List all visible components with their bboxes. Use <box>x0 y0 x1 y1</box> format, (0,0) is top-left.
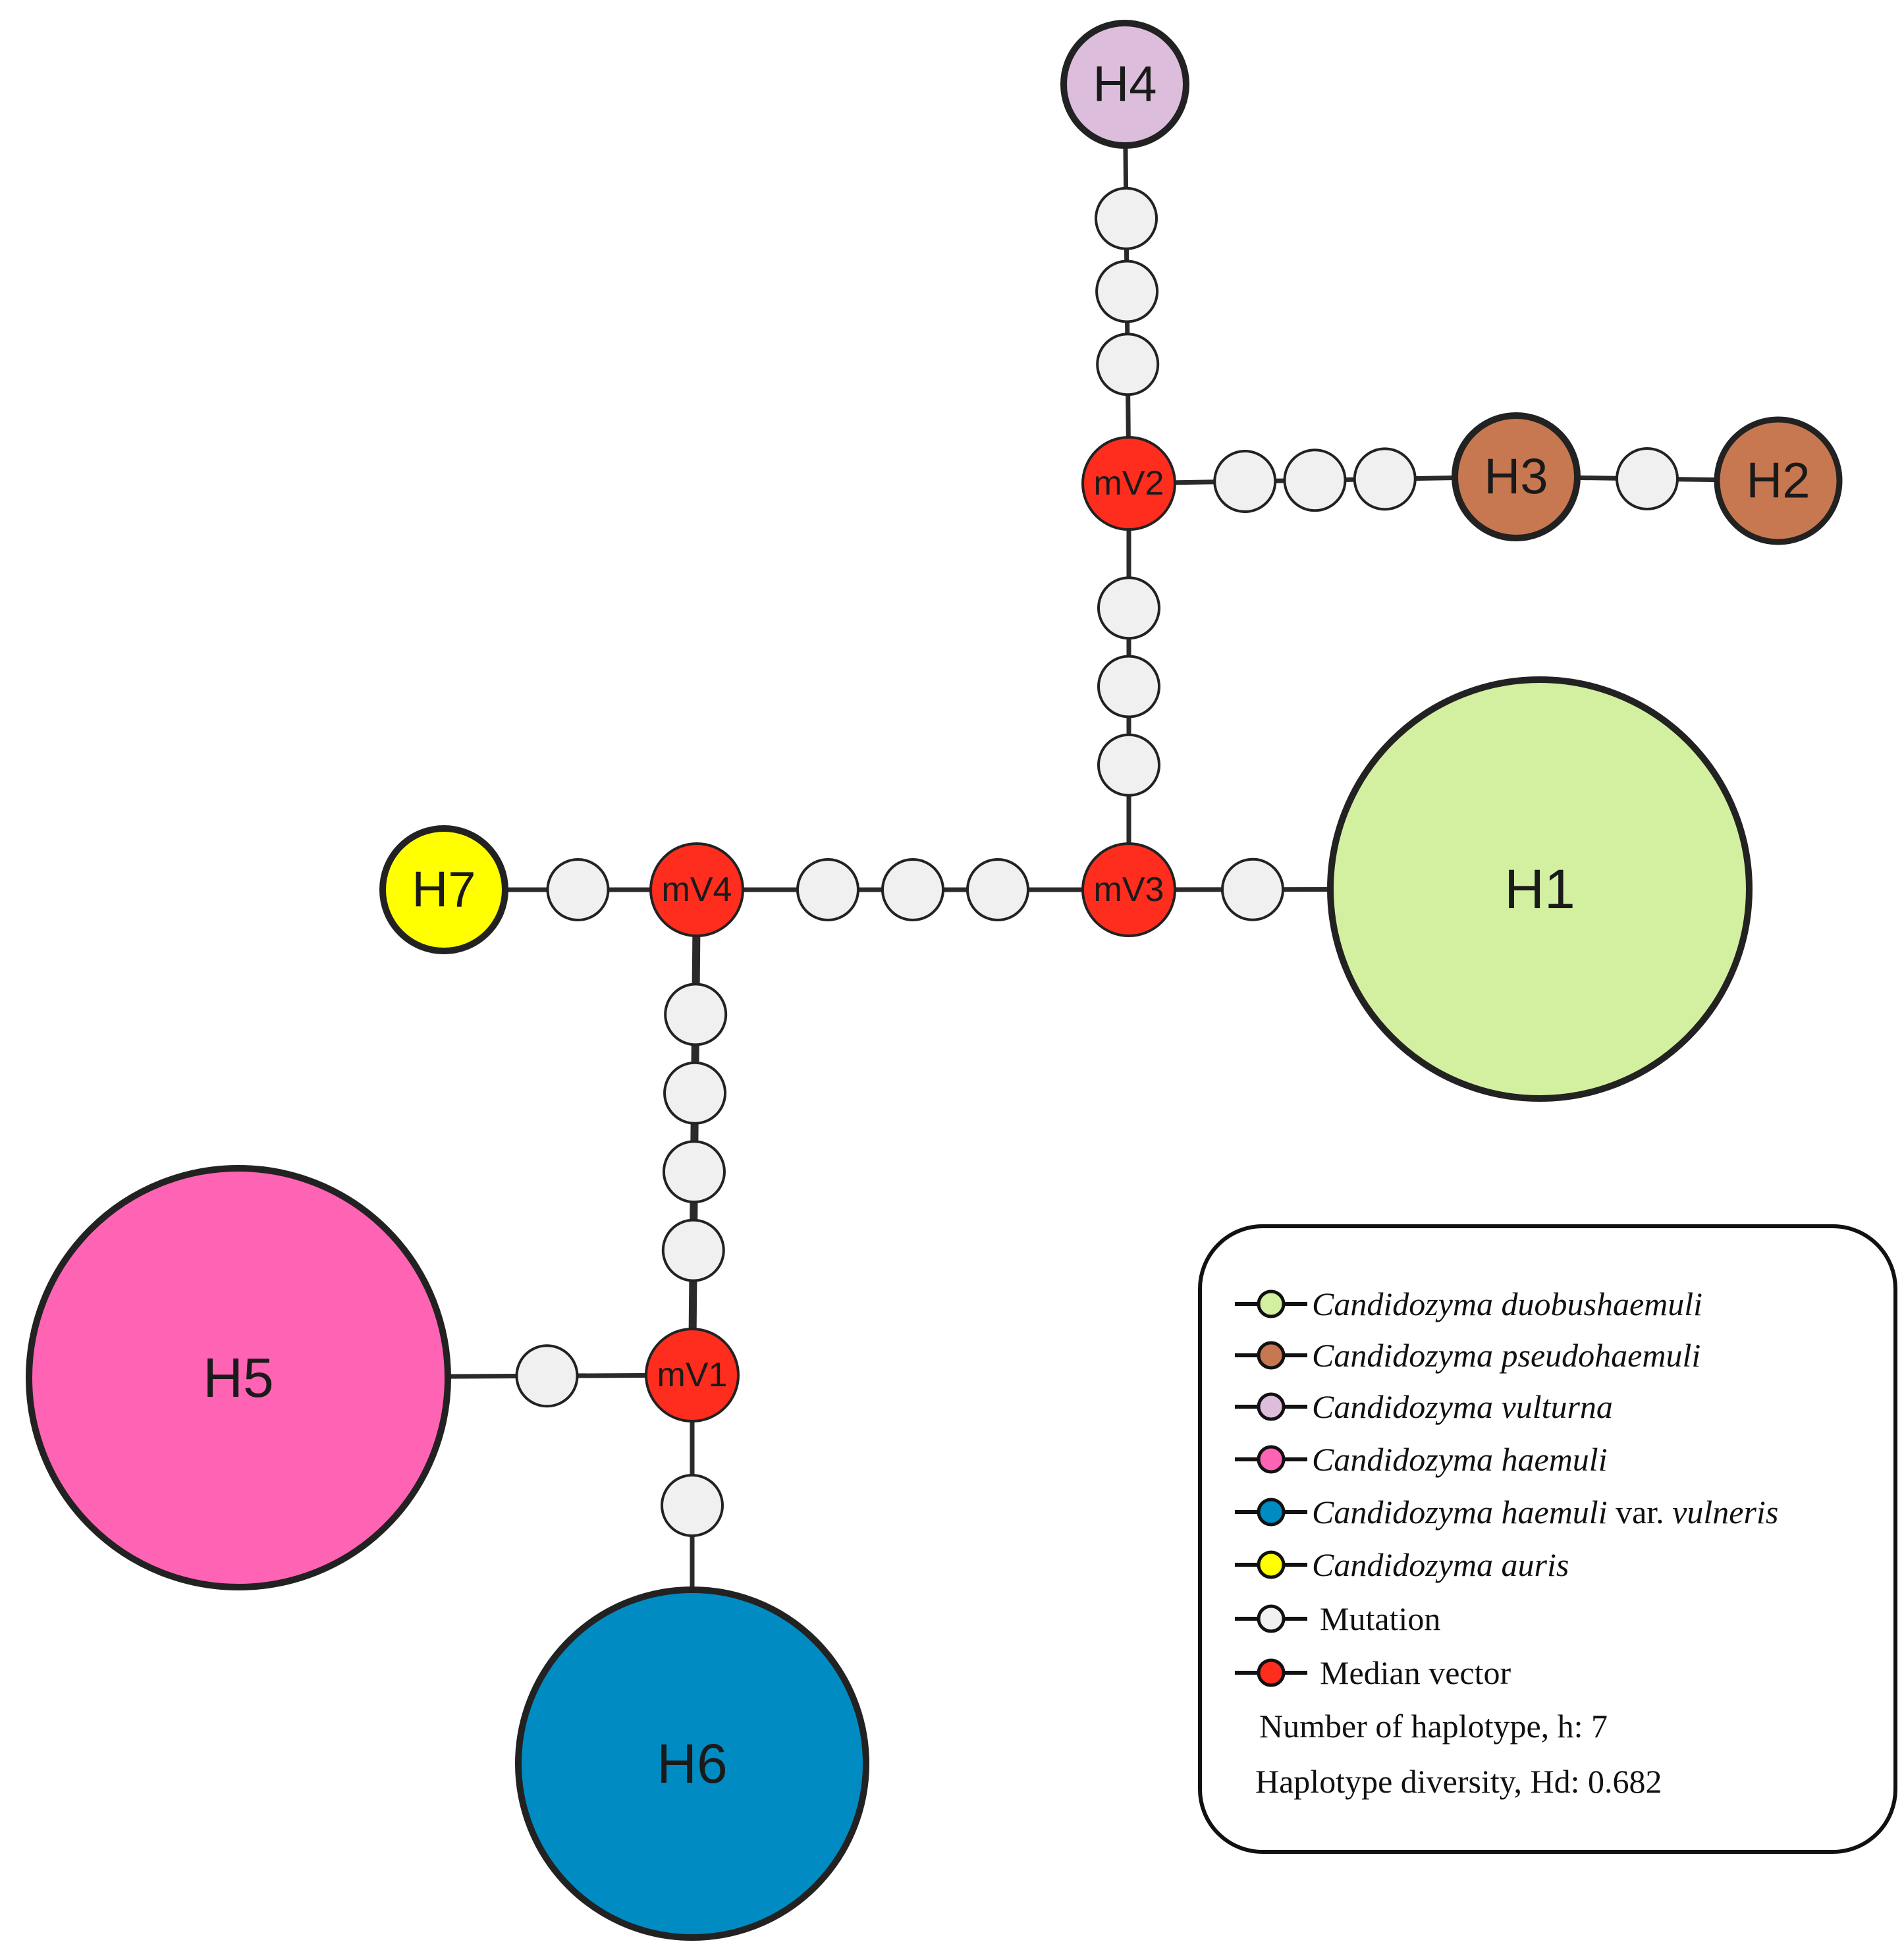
median-vector-label: mV1 <box>657 1356 728 1394</box>
median-vector-label: mV4 <box>662 871 732 909</box>
mutation-node <box>546 858 610 921</box>
mutation-node <box>661 1218 725 1282</box>
haplotype-circle <box>515 1586 869 1941</box>
legend-entry-label: Candidozyma auris <box>1312 1546 1569 1583</box>
mutation-node <box>1097 655 1160 718</box>
median-vector-mv1: mV1 <box>645 1328 740 1422</box>
median-vector-circle <box>1081 436 1176 531</box>
haplotype-label: H2 <box>1746 453 1810 509</box>
edge-mV4-mV1 <box>688 889 701 1376</box>
legend-key-icon <box>1235 1550 1307 1579</box>
mutation-node <box>796 858 859 921</box>
legend-entry-label: Candidozyma vulturna <box>1312 1388 1613 1425</box>
haplotype-circle <box>379 825 508 954</box>
median-vector-label: mV2 <box>1094 464 1164 502</box>
haplotype-label: H1 <box>1504 858 1575 920</box>
mutation-node <box>966 858 1029 921</box>
legend-haplotype-count: Number of haplotype, h: 7 <box>1259 1708 1608 1745</box>
haplotype-circle <box>1060 20 1189 149</box>
haplotype-h6: H6 <box>515 1586 869 1941</box>
mutation-node <box>1353 447 1417 511</box>
median-vector-circle <box>645 1328 740 1422</box>
haplotype-label: H5 <box>203 1347 273 1409</box>
median-vector-label: mV3 <box>1094 871 1164 909</box>
haplotype-circle <box>1327 676 1753 1102</box>
mutation-node <box>662 1140 726 1204</box>
mutation-node <box>515 1344 579 1408</box>
legend-mutation-label: Mutation <box>1320 1600 1440 1637</box>
legend-entry-label: Candidozyma pseudohaemuli <box>1312 1337 1700 1374</box>
haplotype-circle <box>1714 416 1843 545</box>
haplotype-circle <box>26 1165 451 1590</box>
mutation-node <box>1283 448 1347 512</box>
mutation-node <box>664 983 728 1046</box>
mutation-node <box>1213 450 1277 514</box>
mutation-node <box>663 1061 727 1125</box>
mutation-node <box>1097 576 1160 640</box>
legend-key-icon <box>1235 1445 1307 1474</box>
legend-key-icon <box>1235 1289 1307 1318</box>
legend-key-icon <box>1235 1341 1307 1370</box>
haplotype-h2: H2 <box>1714 416 1843 545</box>
legend-haplotype-diversity: Haplotype diversity, Hd: 0.682 <box>1255 1763 1662 1800</box>
legend-median-vector-label: Median vector <box>1320 1654 1511 1691</box>
legend-key-icon <box>1235 1498 1307 1527</box>
legend-mutation-icon <box>1235 1604 1307 1633</box>
haplotype-h4: H4 <box>1060 20 1189 149</box>
mutation-node <box>661 1474 724 1537</box>
mutation-node <box>1095 259 1159 323</box>
haplotype-circle <box>1452 412 1581 541</box>
median-vector-mv3: mV3 <box>1081 842 1176 937</box>
haplotype-label: H6 <box>657 1733 727 1795</box>
haplotype-h1: H1 <box>1327 676 1753 1102</box>
legend-entry-label: Candidozyma haemuli var. vulneris <box>1312 1494 1778 1530</box>
mutation-node <box>1616 447 1679 510</box>
mutation-node <box>1096 333 1160 396</box>
legend-key-icon <box>1235 1392 1307 1421</box>
mutation-node <box>881 858 944 921</box>
haplotype-label: H7 <box>412 862 476 918</box>
haplotype-h5: H5 <box>26 1165 451 1590</box>
median-vector-circle <box>1081 842 1176 937</box>
haplotype-label: H3 <box>1484 449 1548 505</box>
mutation-nodes <box>515 186 1679 1537</box>
legend-entry-label: Candidozyma haemuli <box>1312 1441 1608 1478</box>
legend-entry-label: Candidozyma duobushaemuli <box>1312 1286 1702 1322</box>
median-vector-mv4: mV4 <box>649 842 744 937</box>
mutation-node <box>1095 186 1158 250</box>
legend-median-vector-icon <box>1235 1658 1307 1687</box>
mutation-node <box>1097 733 1160 797</box>
haplotype-label: H4 <box>1093 57 1156 113</box>
mutation-node <box>1221 857 1285 921</box>
median-vector-circle <box>649 842 744 937</box>
haplotype-h3: H3 <box>1452 412 1581 541</box>
legend-box <box>1198 1224 1897 1854</box>
haplotype-h7: H7 <box>379 825 508 954</box>
median-vector-mv2: mV2 <box>1081 436 1176 531</box>
